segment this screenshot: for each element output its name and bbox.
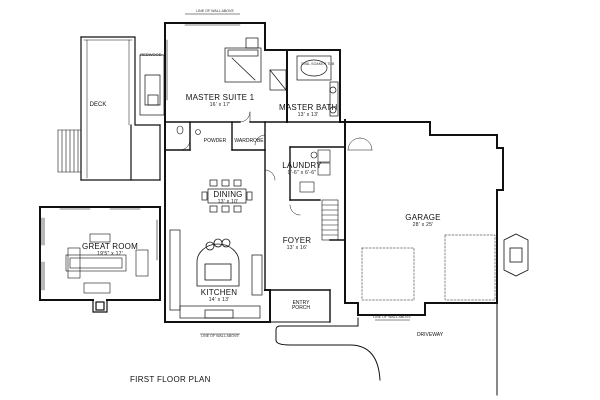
master-suite-name: MASTER SUITE 1 bbox=[185, 93, 255, 102]
deck-label: DECK bbox=[89, 102, 107, 108]
top-window-note: LINE OF WALL ABOVE bbox=[196, 9, 234, 13]
kitchen-counters bbox=[169, 229, 263, 319]
garage-name: GARAGE bbox=[405, 213, 441, 222]
garage-side-window bbox=[503, 233, 529, 277]
dining-name: DINING bbox=[213, 190, 243, 199]
entry-porch-line1: ENTRY bbox=[292, 300, 310, 306]
entry-porch bbox=[269, 289, 331, 323]
kitchen-dim: 14' x 13' bbox=[208, 297, 230, 303]
garage-entry-doors bbox=[347, 137, 373, 151]
powder-fixtures bbox=[176, 125, 201, 135]
kitchen-name: KITCHEN bbox=[200, 288, 238, 297]
deck-boards bbox=[83, 39, 133, 179]
tub-note: OVAL SOAKER TUB bbox=[301, 62, 335, 66]
foyer-name: FOYER bbox=[282, 236, 312, 245]
kitchen-label: KITCHEN 14' x 13' bbox=[194, 289, 244, 303]
foyer-dim: 13' x 16' bbox=[286, 245, 308, 251]
great-room-name: GREAT ROOM bbox=[82, 242, 138, 251]
driveway-edges bbox=[275, 302, 498, 396]
deck-stairs bbox=[57, 129, 82, 173]
great-room-dim: 19'5" x 17' bbox=[97, 251, 123, 257]
dining-dim: 13' x 10' bbox=[217, 199, 239, 205]
deck-outline bbox=[80, 36, 161, 181]
dimension-ticks bbox=[185, 13, 410, 335]
reading-nook bbox=[139, 54, 165, 116]
garage-door-outline bbox=[361, 234, 496, 301]
master-bed bbox=[224, 37, 262, 83]
master-bath-dim: 13' x 13' bbox=[297, 112, 319, 118]
garage-door-note: LINE OF WALL ABOVE bbox=[373, 315, 411, 319]
wardrobe-label: WARDROBE bbox=[234, 138, 264, 144]
powder-label: POWDER bbox=[203, 138, 227, 144]
door-swings bbox=[179, 111, 301, 216]
master-bath-name: MASTER BATH bbox=[279, 103, 338, 112]
master-bath-label: MASTER BATH 13' x 13' bbox=[279, 104, 337, 118]
redwood-label: REDWOOD bbox=[140, 52, 162, 57]
plan-title: FIRST FLOOR PLAN bbox=[130, 375, 211, 384]
great-room-furniture bbox=[65, 233, 149, 294]
dining-table bbox=[201, 179, 253, 213]
master-bath-fixtures bbox=[269, 55, 339, 117]
front-walk bbox=[275, 317, 359, 341]
great-room-bump bbox=[92, 299, 108, 313]
entry-porch-label: ENTRY PORCH bbox=[285, 301, 317, 311]
master-windows bbox=[166, 24, 241, 101]
foyer-label: FOYER 13' x 16' bbox=[275, 237, 319, 251]
driveway-label: DRIVEWAY bbox=[416, 332, 444, 338]
entry-porch-line2: PORCH bbox=[291, 305, 311, 311]
main-exterior-walls bbox=[164, 22, 348, 323]
garage-dim: 28' x 25' bbox=[412, 222, 434, 228]
kitchen-island bbox=[196, 238, 240, 287]
laundry-fixtures bbox=[299, 149, 331, 193]
dining-label: DINING 13' x 10' bbox=[203, 191, 253, 205]
garage-label: GARAGE 28' x 25' bbox=[398, 214, 448, 228]
great-room-windows bbox=[41, 208, 158, 291]
kitchen-window-note: LINE OF WALL ABOVE bbox=[201, 334, 239, 338]
laundry-name: LAUNDRY bbox=[282, 161, 322, 170]
laundry-dim: 9'-6" x 6'-6" bbox=[287, 170, 317, 176]
laundry-label: LAUNDRY 9'-6" x 6'-6" bbox=[280, 162, 324, 176]
great-room-label: GREAT ROOM 19'5" x 17' bbox=[80, 243, 140, 257]
foyer-stairs bbox=[321, 199, 339, 241]
master-suite-dim: 16' x 17' bbox=[209, 102, 231, 108]
great-room-walls bbox=[39, 206, 161, 301]
master-suite-label: MASTER SUITE 1 16' x 17' bbox=[180, 94, 260, 108]
